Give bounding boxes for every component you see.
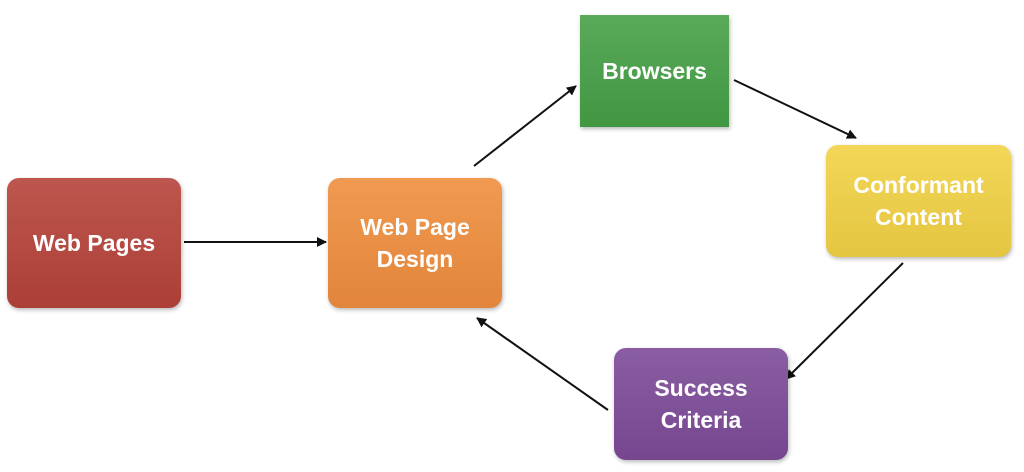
- node-label-line: Success: [654, 375, 748, 401]
- node-web-page-design: Web Page Design: [328, 178, 502, 308]
- node-web-pages: Web Pages: [7, 178, 181, 308]
- node-label-line: Content: [875, 204, 962, 230]
- arrow-browsers-to-conformant: [733, 79, 857, 139]
- node-label-line: Browsers: [602, 58, 707, 84]
- node-label: Web Page Design: [360, 211, 470, 275]
- arrow-success-to-design: [476, 317, 609, 411]
- node-label: Browsers: [602, 55, 707, 87]
- node-conformant-content: Conformant Content: [826, 145, 1011, 257]
- node-label-line: Criteria: [660, 407, 742, 433]
- node-label-line: Conformant: [853, 172, 984, 198]
- node-browsers: Browsers: [580, 15, 729, 127]
- node-label-line: Design: [376, 246, 454, 272]
- node-label: Web Pages: [33, 227, 155, 259]
- node-label-line: Web Pages: [32, 230, 156, 256]
- node-success-criteria: Success Criteria: [614, 348, 788, 460]
- node-label: Conformant Content: [853, 169, 983, 233]
- arrow-conformant-to-success: [785, 262, 904, 380]
- node-label: Success Criteria: [654, 372, 747, 436]
- node-label-line: Web Page: [360, 214, 470, 240]
- arrow-design-to-browsers: [473, 85, 577, 167]
